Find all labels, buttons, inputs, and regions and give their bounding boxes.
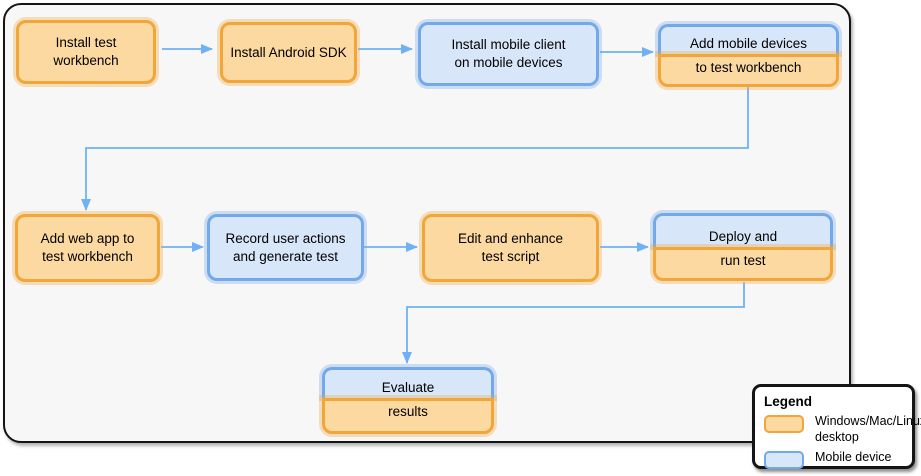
node-label-line: and generate test [232,248,339,264]
node-install-android-sdk: Install Android SDK [220,22,357,83]
node-label-line: Evaluate [381,380,435,396]
legend: Legend Windows/Mac/Linux desktop Mobile … [752,384,921,470]
node-label-line: to test workbench [695,60,802,75]
node-install-test-workbench: Install test workbench [16,20,156,84]
node-label-line: Install mobile client [451,37,566,53]
legend-item-desktop: Windows/Mac/Linux desktop [764,414,921,445]
node-evaluate-results: Evaluate results [322,367,494,434]
node-half-desktop: run test [653,247,833,281]
node-label-line: results [388,404,428,419]
node-install-mobile-client: Install mobile client on mobile devices [418,22,599,86]
node-label-line: test script [481,249,540,264]
node-half-mobile: Add mobile devices [658,24,839,54]
node-label-line: Add web app to [40,231,135,247]
node-add-mobile-devices: Add mobile devices to test workbench [658,24,839,87]
node-label-line: Install Android SDK [230,44,347,60]
node-half-mobile: Evaluate [322,367,494,398]
node-label-line: Edit and enhance [457,231,564,247]
node-half-mobile: Deploy and [653,213,833,247]
node-label-line: Record user actions [225,230,346,246]
legend-item-mobile: Mobile device [764,450,903,470]
node-label-line: Deploy and [708,229,778,245]
node-label-line: run test [720,253,766,268]
desktop-swatch-icon [764,415,804,433]
node-half-desktop: to test workbench [658,54,839,87]
mobile-swatch-icon [764,451,804,470]
node-edit-and-enhance: Edit and enhance test script [422,214,599,282]
node-label-line: Install test [55,35,117,51]
node-half-desktop: results [322,398,494,434]
legend-title: Legend [764,394,813,409]
node-record-user-actions: Record user actions and generate test [207,214,364,281]
node-label-line: Add mobile devices [689,36,808,52]
legend-label: Windows/Mac/Linux desktop [815,414,921,444]
node-add-web-app: Add web app to test workbench [15,214,160,282]
node-label-line: on mobile devices [454,55,563,70]
node-deploy-and-run: Deploy and run test [653,213,833,281]
node-label-line: workbench [53,53,119,68]
legend-label: Mobile device [815,450,892,465]
node-label-line: test workbench [42,249,133,264]
